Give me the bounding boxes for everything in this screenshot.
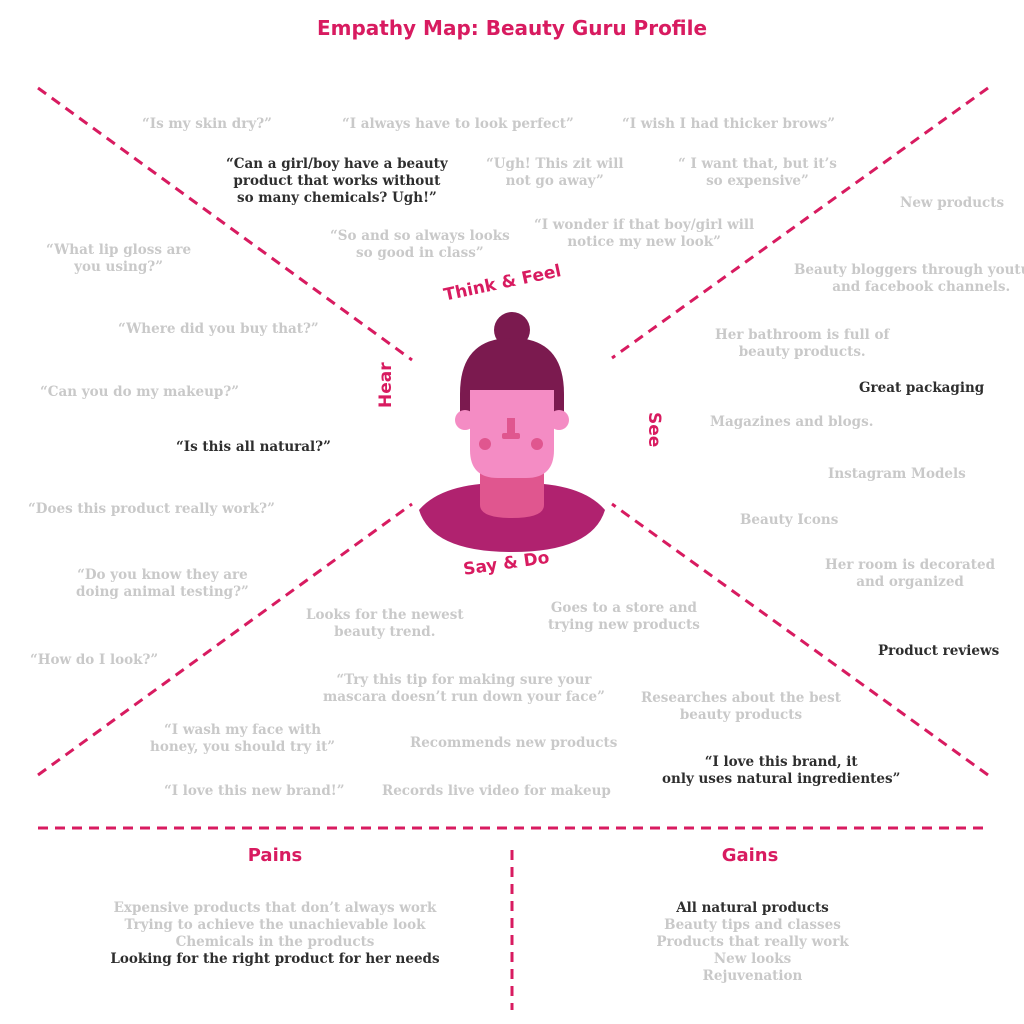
- see-note: Beauty Icons: [740, 512, 839, 528]
- hear-note-highlight: “Is this all natural?”: [176, 439, 331, 455]
- gains-item: New looks: [713, 951, 792, 967]
- say-note: Recommends new products: [410, 735, 618, 751]
- think-note: “ I want that, but it’s so expensive”: [678, 156, 837, 189]
- pains-item-highlight: Looking for the right product for her ne…: [110, 951, 440, 967]
- pains-item: Trying to achieve the unachievable look: [124, 917, 426, 933]
- pains-list: Expensive products that don’t always wor…: [70, 900, 480, 968]
- gains-title: Gains: [721, 845, 779, 866]
- gains-item: Beauty tips and classes: [664, 917, 841, 933]
- gains-item-highlight: All natural products: [676, 900, 829, 916]
- hear-note: “What lip gloss are you using?”: [46, 242, 192, 275]
- say-note: “I love this new brand!”: [164, 783, 345, 799]
- see-note: Magazines and blogs.: [710, 414, 874, 430]
- nose: [507, 418, 515, 438]
- pains-item: Chemicals in the products: [175, 934, 375, 950]
- say-note: Goes to a store and trying new products: [548, 600, 700, 633]
- think-note: “So and so always looks so good in class…: [330, 228, 510, 261]
- say-note: Researches about the best beauty product…: [641, 690, 841, 723]
- divider-top-right: [611, 86, 989, 360]
- divider-bottom-right: [611, 502, 989, 777]
- hear-note: “Can you do my makeup?”: [40, 384, 240, 400]
- label-hear: Hear: [376, 362, 396, 408]
- say-note: “I wash my face with honey, you should t…: [150, 722, 336, 755]
- gains-item: Products that really work: [656, 934, 849, 950]
- see-note: Instagram Models: [828, 466, 966, 482]
- left-cheek: [479, 438, 491, 450]
- hear-note: “Do you know they are doing animal testi…: [76, 567, 249, 600]
- pains-item: Expensive products that don’t always wor…: [113, 900, 437, 916]
- see-note-highlight: Product reviews: [878, 643, 1000, 659]
- page-title: Empathy Map: Beauty Guru Profile: [316, 16, 708, 40]
- think-note: “I wish I had thicker brows”: [622, 116, 836, 132]
- hear-note: “How do I look?”: [30, 652, 159, 668]
- pains-title: Pains: [247, 845, 303, 866]
- gains-item: Rejuvenation: [702, 968, 803, 984]
- think-note: “Ugh! This zit will not go away”: [486, 156, 624, 189]
- see-note-highlight: Great packaging: [859, 380, 985, 396]
- think-note: “Is my skin dry?”: [142, 116, 272, 132]
- see-note: Her bathroom is full of beauty products.: [715, 327, 890, 360]
- gains-list: All natural products Beauty tips and cla…: [560, 900, 945, 985]
- see-note: Her room is decorated and organized: [825, 557, 996, 590]
- divider-top-left: [37, 86, 413, 362]
- hear-note: “Where did you buy that?”: [118, 321, 319, 337]
- see-note: New products: [900, 195, 1005, 211]
- say-note: “Try this tip for making sure your masca…: [323, 672, 605, 705]
- think-note: “I wonder if that boy/girl will notice m…: [534, 217, 755, 250]
- label-see: See: [644, 412, 664, 448]
- say-note-highlight: “I love this brand, it only uses natural…: [662, 754, 901, 787]
- divider-bottom-left: [37, 502, 413, 777]
- say-note: Records live video for makeup: [382, 783, 611, 799]
- nose-base: [502, 433, 520, 439]
- see-note: Beauty bloggers through youtube and face…: [794, 262, 1024, 295]
- think-note-highlight: “Can a girl/boy have a beauty product th…: [226, 156, 448, 206]
- hear-note: “Does this product really work?”: [28, 501, 275, 517]
- think-note: “I always have to look perfect”: [342, 116, 574, 132]
- say-note: Looks for the newest beauty trend.: [306, 607, 464, 640]
- right-cheek: [531, 438, 543, 450]
- avatar: [419, 312, 605, 552]
